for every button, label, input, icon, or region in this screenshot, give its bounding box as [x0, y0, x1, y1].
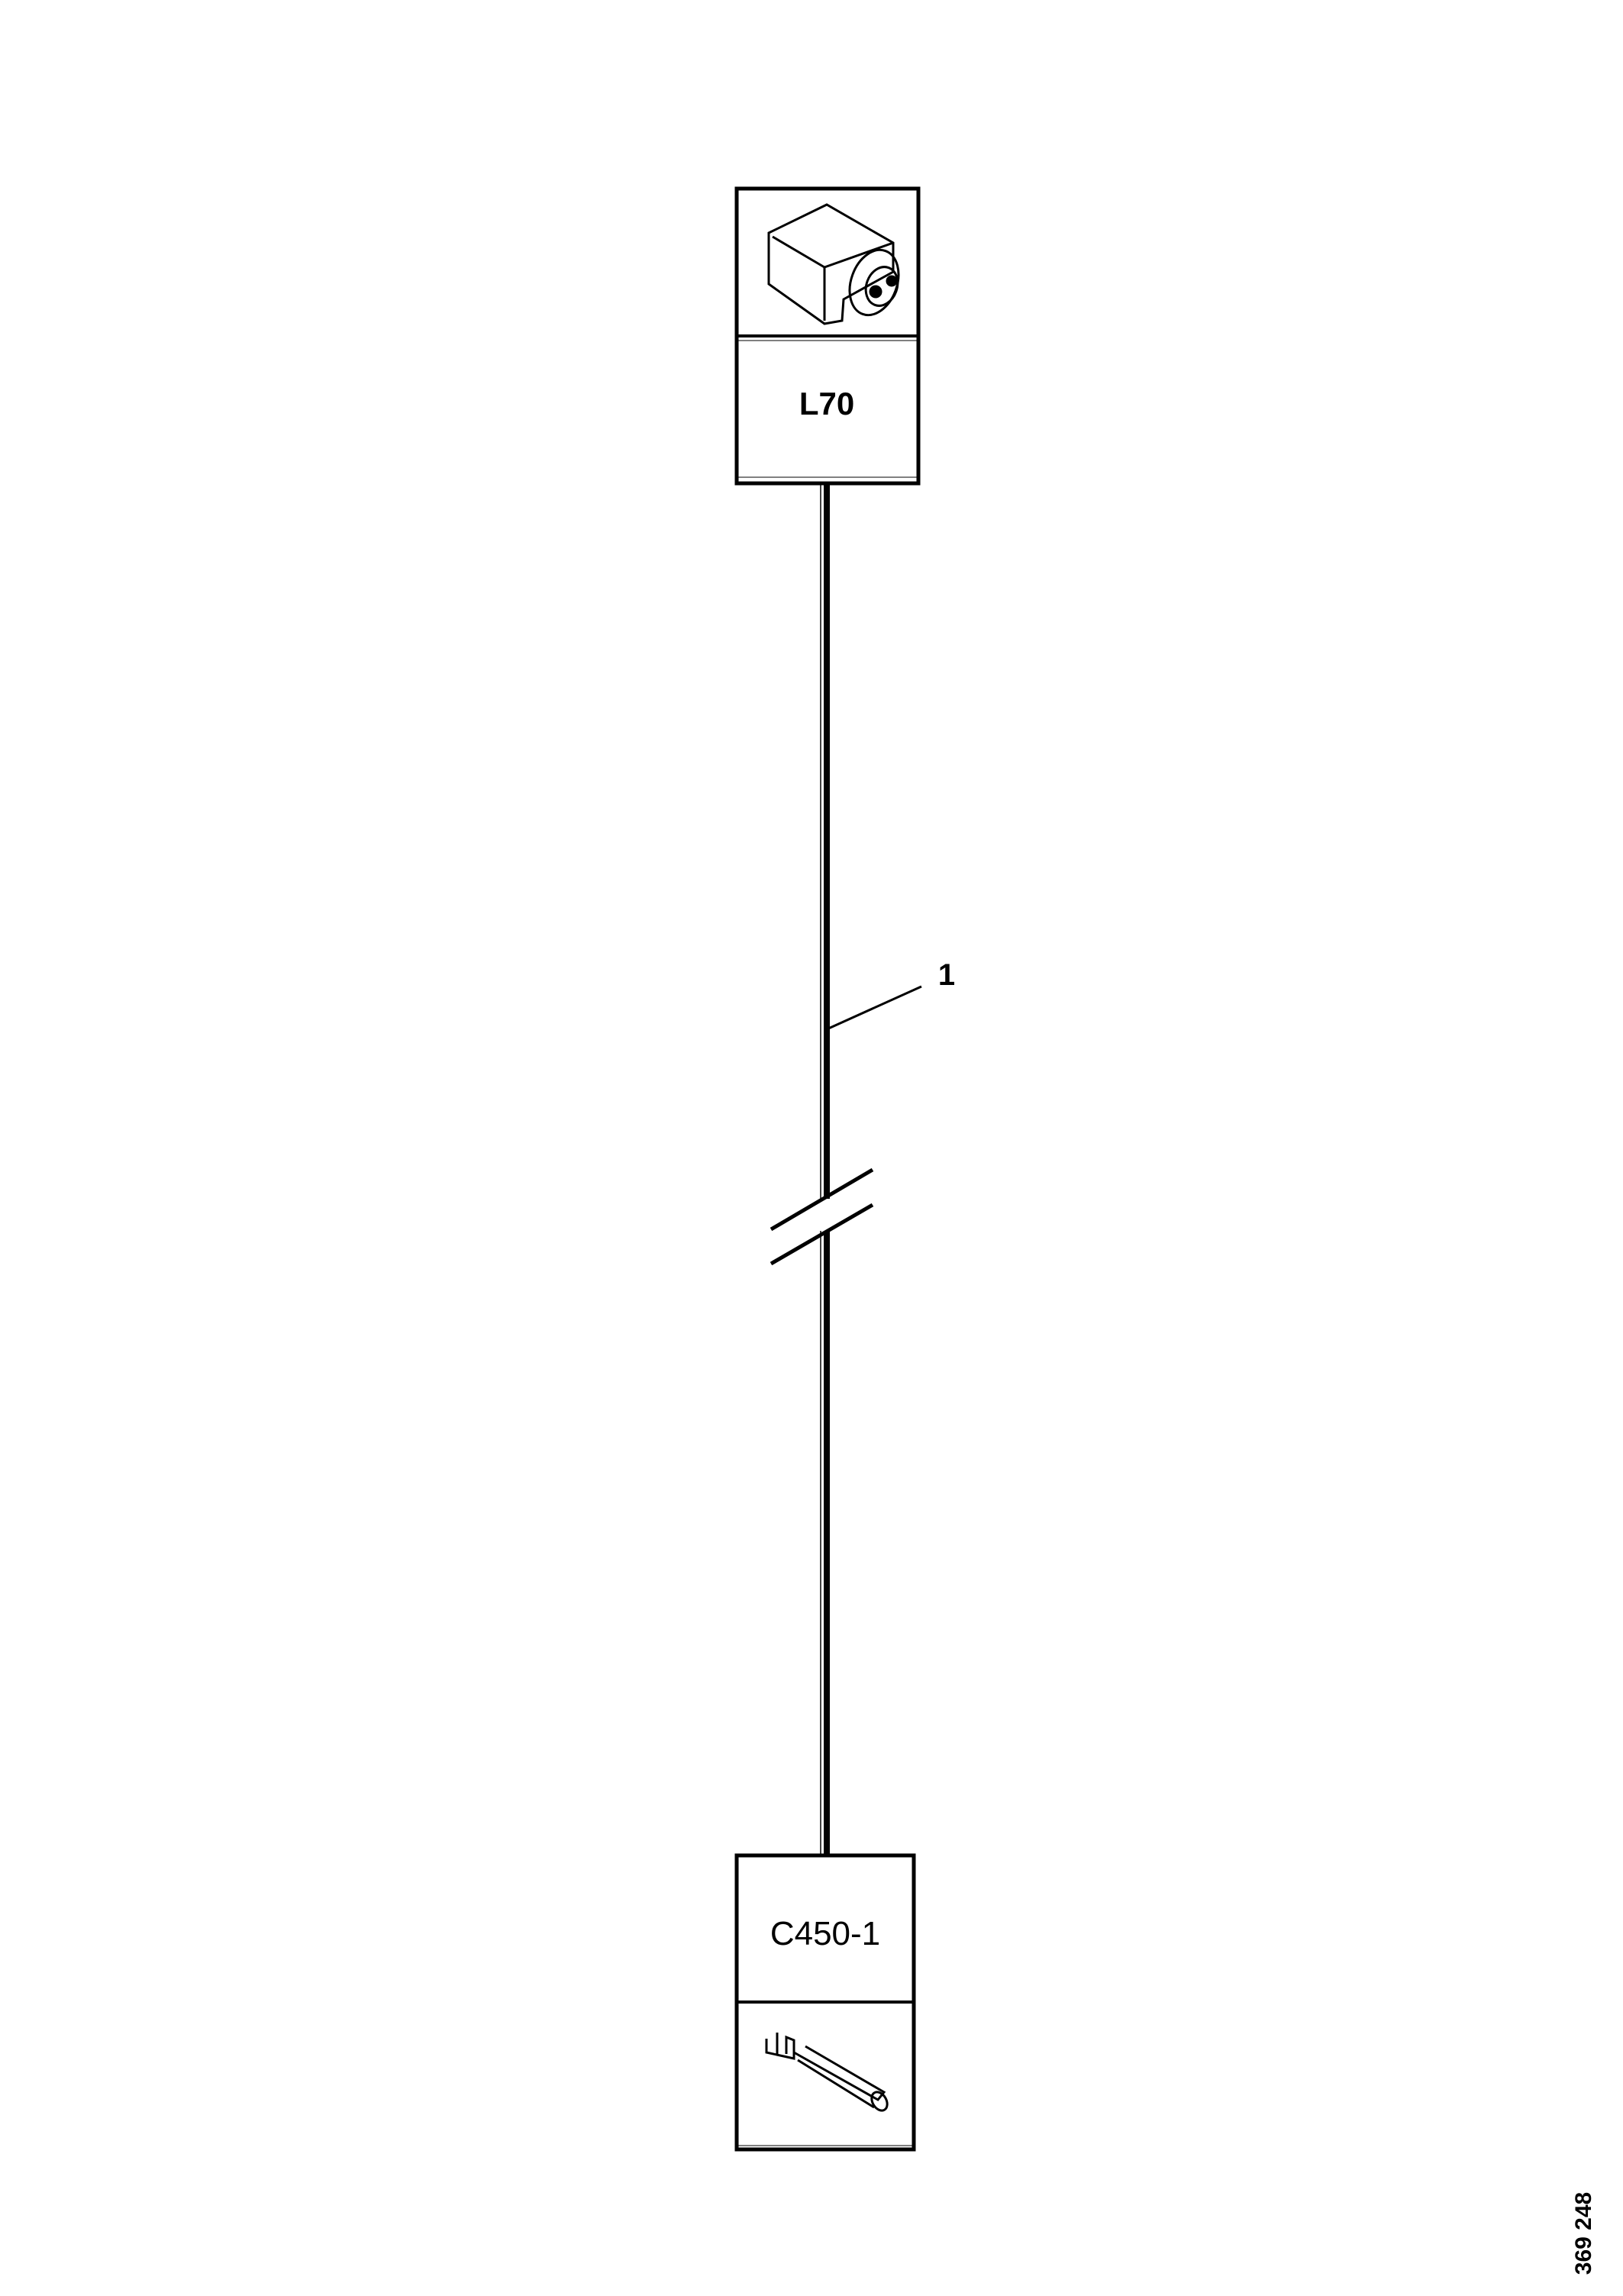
wire-label: 1	[937, 958, 956, 992]
component-box-l70	[734, 186, 921, 486]
leader-line	[826, 985, 922, 1031]
document-id: 369 248	[1571, 2191, 1596, 2275]
terminal-pin-icon	[765, 2033, 889, 2112]
component-label-l70: L70	[799, 386, 855, 421]
component-label-c450-1: C450-1	[770, 1915, 881, 1952]
wire-break-marks	[770, 1167, 874, 1266]
wire-1	[820, 483, 830, 1854]
solenoid-valve-icon	[767, 203, 900, 325]
component-box-c450-1	[734, 1853, 916, 2152]
